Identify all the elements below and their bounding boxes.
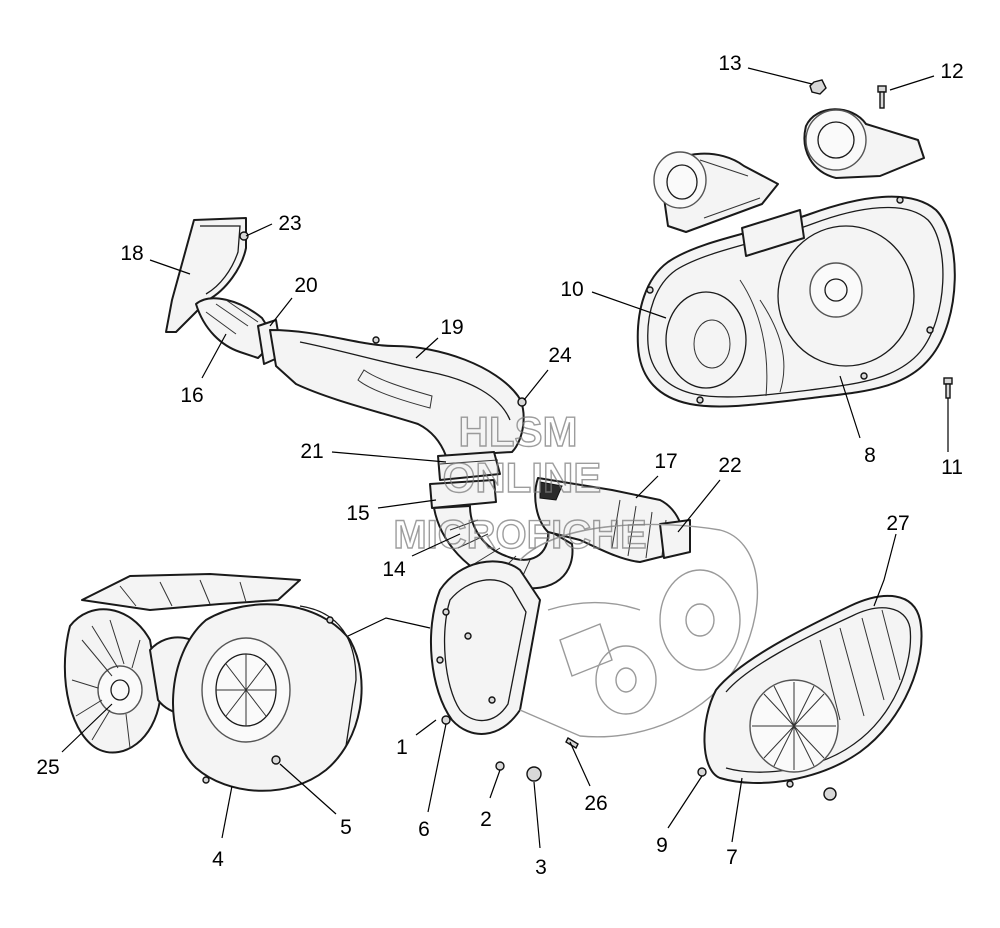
callout-13: 13 — [718, 52, 741, 75]
leader-12 — [889, 75, 935, 91]
transmission-housing-faint — [519, 523, 759, 738]
leader-2 — [489, 769, 501, 799]
outer-clutch-cover-lower — [697, 594, 923, 801]
callout-24: 24 — [548, 344, 572, 367]
callout-25: 25 — [36, 756, 59, 779]
watermark-line-3: MICROFICHE — [393, 513, 646, 557]
leader-1 — [415, 719, 437, 736]
leader-14 — [411, 533, 461, 557]
cover-intake-duct-left — [653, 151, 779, 233]
transfer-hose — [433, 505, 574, 590]
leader-16 — [201, 333, 227, 379]
callout-6: 6 — [418, 818, 430, 841]
callout-27: 27 — [886, 512, 909, 535]
callout-20: 20 — [294, 274, 317, 297]
outlet-duct — [534, 477, 685, 563]
fastener-bolt-12 — [877, 85, 887, 109]
intake-clamp-15 — [429, 479, 497, 509]
leader-4 — [221, 785, 233, 839]
callout-23: 23 — [278, 212, 301, 235]
leader-6 — [427, 723, 447, 813]
leader-23 — [245, 223, 273, 237]
callout-11: 11 — [941, 456, 963, 479]
callout-14: 14 — [382, 558, 406, 581]
leader-21 — [331, 451, 447, 463]
leader-20 — [269, 297, 293, 327]
callout-26: 26 — [584, 792, 607, 815]
leader-13 — [747, 67, 813, 85]
leader-10 — [591, 291, 667, 319]
callout-5: 5 — [340, 816, 352, 839]
callout-15: 15 — [346, 502, 369, 525]
outlet-clamp — [659, 519, 691, 559]
intake-hose-flex — [195, 297, 277, 359]
callout-22: 22 — [718, 454, 741, 477]
leader-8 — [839, 375, 861, 439]
callout-10: 10 — [560, 278, 583, 301]
inner-clutch-cover — [430, 560, 541, 735]
hardware-small — [495, 737, 579, 782]
outer-clutch-cover — [636, 195, 956, 408]
fastener-nut-13 — [809, 79, 827, 95]
callout-1: 1 — [396, 736, 408, 759]
shroud-housing — [172, 603, 363, 792]
leader-3 — [533, 781, 541, 849]
leader-25 — [61, 703, 113, 753]
leader-17 — [635, 475, 659, 499]
callout-19: 19 — [440, 316, 463, 339]
leader-9 — [667, 775, 703, 829]
fastener-bolt-11 — [943, 377, 953, 399]
intake-boot-upper — [165, 217, 249, 333]
callout-17: 17 — [654, 450, 677, 473]
watermark-line-2: ONLINE — [443, 454, 602, 501]
callout-16: 16 — [180, 384, 203, 407]
watermark-line-1: HLSM — [459, 408, 578, 455]
rear-shroud — [63, 608, 161, 754]
callout-4: 4 — [212, 848, 224, 871]
intake-duct-main — [269, 329, 527, 457]
shroud-top — [81, 573, 301, 611]
leader-15 — [377, 499, 437, 509]
intake-clamp-21 — [437, 451, 501, 481]
callout-21: 21 — [300, 440, 323, 463]
leader-22 — [677, 479, 721, 533]
leader-19 — [415, 337, 439, 359]
leader-5 — [279, 763, 337, 815]
callout-18: 18 — [120, 242, 143, 265]
callout-3: 3 — [535, 856, 547, 879]
leader-shroud-to-cover — [347, 617, 431, 637]
callout-7: 7 — [726, 846, 738, 869]
leader-lines — [61, 67, 949, 849]
leader-26 — [569, 741, 591, 787]
leader-7 — [731, 777, 743, 843]
callout-9: 9 — [656, 834, 668, 857]
callout-8: 8 — [864, 444, 876, 467]
leader-18 — [149, 259, 191, 275]
callout-labels: 1 2 3 4 5 6 7 8 9 10 11 12 13 14 15 16 1… — [36, 52, 963, 879]
watermark: HLSM ONLINE MICROFICHE — [393, 407, 648, 557]
cover-intake-duct-right — [803, 108, 925, 179]
callout-12: 12 — [940, 60, 963, 83]
leader-27 — [873, 533, 897, 607]
callout-2: 2 — [480, 808, 492, 831]
cover-gasket-plate — [741, 209, 805, 257]
leader-24 — [523, 369, 549, 401]
